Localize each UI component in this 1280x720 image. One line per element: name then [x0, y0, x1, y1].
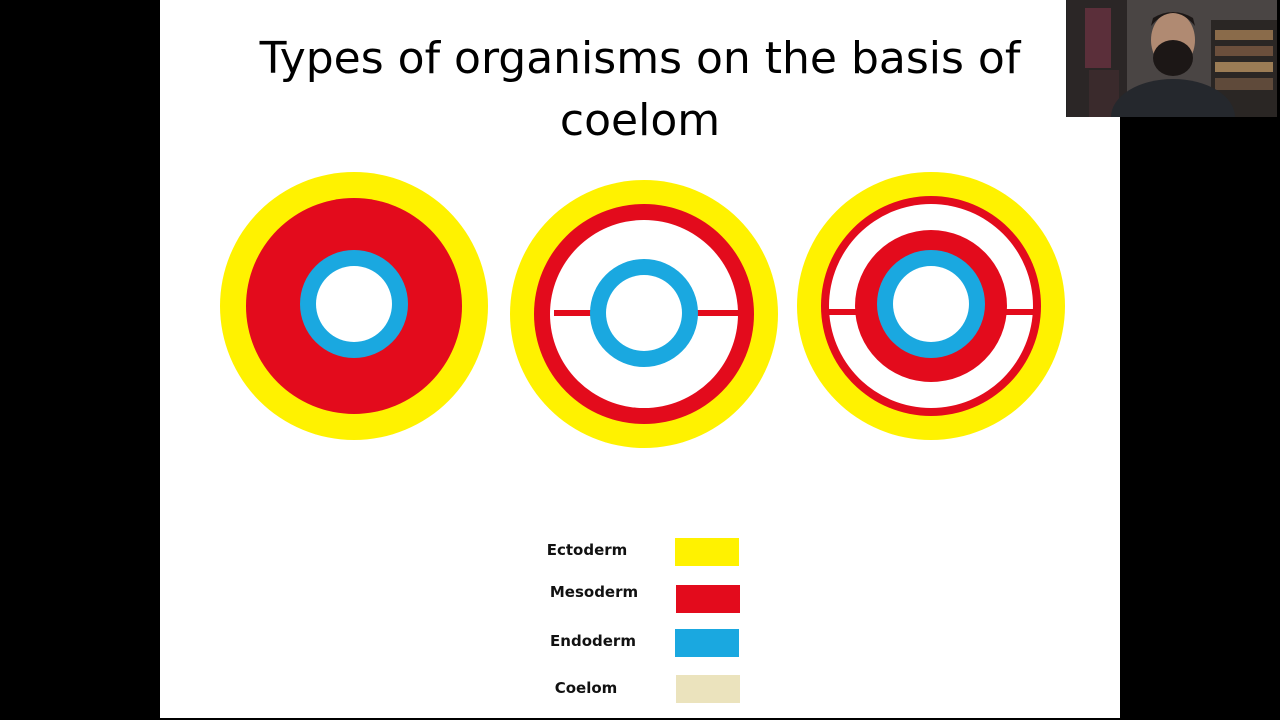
mesentery-right — [992, 309, 1036, 315]
slide-title: Types of organisms on the basis of coelo… — [160, 28, 1120, 152]
coelomate-diagram — [797, 172, 1065, 440]
legend-label: Mesoderm — [549, 583, 639, 601]
presentation-slide: Types of organisms on the basis of coelo… — [160, 0, 1120, 718]
pseudocoelomate-diagram — [510, 180, 778, 448]
legend-label: Endoderm — [550, 632, 636, 650]
legend-swatch-endoderm — [675, 629, 739, 657]
gut-lumen — [893, 266, 969, 342]
mesentery-left — [828, 309, 868, 315]
coelom-diagrams — [220, 172, 1065, 448]
mesentery-left — [554, 310, 604, 316]
acoelomate-diagram — [220, 172, 488, 440]
slide-title-line-1: Types of organisms on the basis of — [259, 33, 1021, 84]
gut-lumen — [606, 275, 682, 351]
gut-lumen — [316, 266, 392, 342]
presenter-webcam — [1066, 0, 1277, 117]
legend-label: Coelom — [554, 679, 618, 697]
mesentery-right — [684, 310, 738, 316]
legend-swatch-coelom — [676, 675, 740, 703]
legend-label: Ectoderm — [546, 541, 628, 559]
slide-title-line-2: coelom — [559, 95, 721, 146]
legend-swatch-mesoderm — [676, 585, 740, 613]
legend-swatch-ectoderm — [675, 538, 739, 566]
presenter-video-frame — [1067, 0, 1277, 117]
